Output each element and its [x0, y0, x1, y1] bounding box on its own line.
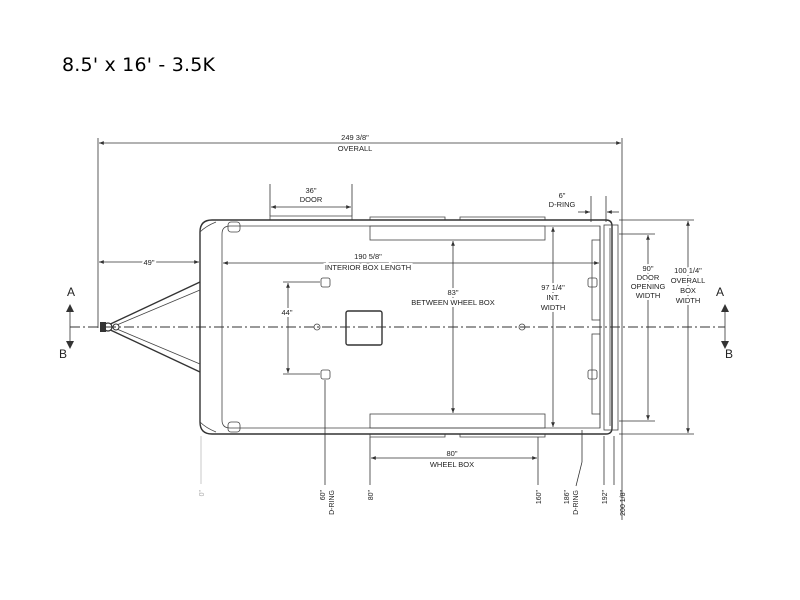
- wheel-box-label: WHEEL BOX: [430, 460, 474, 469]
- position-0: 0": [199, 489, 206, 496]
- tongue-length-value: 49": [143, 258, 154, 267]
- overall-width-label-3: WIDTH: [676, 296, 701, 305]
- dring-rear-top-icon: [587, 277, 598, 288]
- position-186-label: D-RING: [573, 490, 580, 515]
- position-80: 80": [368, 489, 375, 500]
- overall-width-label-1: OVERALL: [671, 276, 706, 285]
- position-160: 160": [536, 489, 543, 504]
- position-60: 60": [320, 489, 327, 500]
- section-label-a-left: A: [67, 285, 75, 299]
- position-186: 186": [564, 489, 571, 504]
- between-wheel-box-value: 83": [447, 288, 458, 297]
- position-192: 192": [602, 489, 609, 504]
- interior-length-value: 190 5/8": [354, 252, 382, 261]
- position-labels: 0" 60" D-RING 80" 160" 186" D-RING 192" …: [199, 489, 627, 515]
- top-dring-value: 6": [559, 191, 566, 200]
- section-line: A B A B: [59, 285, 733, 361]
- door-opening-label-2: OPENING: [631, 282, 666, 291]
- interior-width-label-2: WIDTH: [541, 303, 566, 312]
- overall-length-label: OVERALL: [338, 144, 373, 153]
- between-wheel-box-label: BETWEEN WHEEL BOX: [411, 298, 495, 307]
- interior-length-label: INTERIOR BOX LENGTH: [325, 263, 411, 272]
- wheel-box-value: 80": [446, 449, 457, 458]
- top-dring-dimension: 6" D-RING: [549, 191, 619, 222]
- door-dimension-value: 36": [305, 186, 316, 195]
- door-dimension: 36" DOOR: [269, 184, 353, 216]
- dring-front-top-icon: [320, 277, 331, 288]
- overall-width-value: 100 1/4": [674, 266, 702, 275]
- position-leaders: [200, 380, 615, 487]
- dring-spacing-value: 44": [281, 308, 292, 317]
- section-label-a-right: A: [716, 285, 724, 299]
- door-dimension-label: DOOR: [300, 195, 323, 204]
- door-opening-value: 90": [642, 264, 653, 273]
- interior-width-value: 97 1/4": [541, 283, 565, 292]
- section-label-b-left: B: [59, 347, 67, 361]
- dring-spacing-dimension: 44": [279, 281, 320, 375]
- door-opening-label-3: WIDTH: [636, 291, 661, 300]
- interior-width-dimension: 97 1/4" INT. WIDTH: [539, 227, 567, 427]
- position-60-label: D-RING: [329, 490, 336, 515]
- wheel-box-dimension: 80" WHEEL BOX: [369, 437, 539, 485]
- overall-length-value: 249 3/8": [341, 133, 369, 142]
- door-opening-dimension: 90" DOOR OPENING WIDTH: [619, 233, 667, 422]
- position-200: 200 1/8": [620, 489, 627, 515]
- overall-width-label-2: BOX: [680, 286, 696, 295]
- dring-front-bottom-icon: [320, 369, 331, 380]
- interior-width-label-1: INT.: [546, 293, 559, 302]
- tongue-length-dimension: 49": [99, 256, 199, 269]
- page-title: 8.5' x 16' - 3.5K: [62, 54, 216, 76]
- overall-width-dimension: 100 1/4" OVERALL BOX WIDTH: [619, 219, 707, 435]
- dring-rear-bottom-icon: [587, 369, 598, 380]
- door-opening-label-1: DOOR: [637, 273, 660, 282]
- top-dring-label: D-RING: [549, 200, 576, 209]
- interior-length-dimension: 190 5/8" INTERIOR BOX LENGTH: [223, 250, 599, 274]
- section-label-b-right: B: [725, 347, 733, 361]
- trailer-body: [199, 215, 619, 438]
- between-wheel-box-dimension: 83" BETWEEN WHEEL BOX: [409, 241, 497, 413]
- overall-length-dimension: 249 3/8" OVERALL: [97, 133, 623, 520]
